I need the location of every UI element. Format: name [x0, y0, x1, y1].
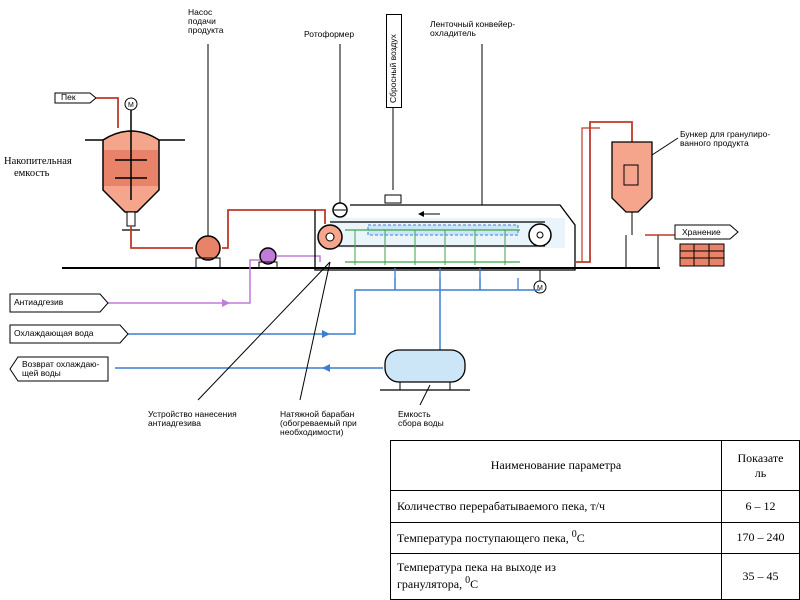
row3-name: Температура пека на выходе из гранулятора… — [390, 552, 722, 600]
table-header-row: Наименование параметра Показате ль — [390, 439, 800, 492]
tension-drum-leader — [299, 261, 331, 401]
water-tank — [380, 349, 470, 391]
bunker-leader — [651, 137, 679, 156]
rotoformer — [332, 202, 348, 218]
pek-inlet-line — [96, 97, 119, 128]
cooling-water-input-box — [9, 324, 129, 344]
row2-name-text: Температура поступающего пека, — [397, 531, 572, 546]
feed-pump-label-line3: продукта — [188, 25, 224, 35]
pek-input-arrow — [54, 92, 97, 104]
row3-value: 35 – 45 — [721, 552, 800, 600]
water-tank-leader — [419, 384, 431, 406]
air-release-box — [386, 14, 402, 108]
tension-drum-label-line3: необходимости) — [280, 427, 344, 437]
antiadhesive-device-label-line2: антиадгезива — [148, 418, 201, 428]
product-line-pump-rotoformer — [222, 209, 326, 249]
return-water-output-box — [9, 356, 109, 382]
row1-value: 6 – 12 — [721, 490, 800, 523]
water-tank-label-line2: сбора воды — [398, 418, 444, 428]
accumulator-label-line2: емкость — [14, 168, 50, 179]
return-water-label-line2: щей воды — [22, 368, 61, 378]
table-row: Температура пека на выходе из гранулятора… — [390, 552, 800, 600]
belt-cooler-label-line2: охладитель — [430, 28, 476, 38]
row1-name: Количество перерабатываемого пека, т/ч — [390, 490, 722, 523]
product-line-to-bunker-2 — [581, 127, 600, 262]
row3-name-line1: Температура пека на выходе из — [397, 560, 556, 575]
product-line-tank-pump — [130, 226, 193, 249]
tension-drum-label-line1: Натяжной барабан — [280, 409, 355, 419]
air-release-label: Сбросный воздух — [388, 34, 398, 103]
row3-degree: 0 — [465, 575, 471, 587]
table-row: Температура поступающего пека, 0С 170 – … — [390, 521, 800, 554]
antiadhesive-pump — [258, 247, 278, 269]
cooling-water-label: Охлаждающая вода — [14, 328, 94, 338]
air-release-vent — [384, 194, 402, 204]
antiadhesive-device-leader — [197, 261, 331, 401]
product-pallet — [679, 243, 725, 267]
header-value-line1: Показате — [737, 450, 784, 465]
row2-value: 170 – 240 — [721, 521, 800, 554]
water-tank-label-line1: Емкость — [398, 409, 431, 419]
antiadhesive-line — [108, 259, 260, 304]
feed-pump — [195, 235, 221, 269]
storage-label: Хранение — [682, 227, 721, 237]
header-value-line2: ль — [754, 465, 767, 480]
bunker-label-line1: Бункер для гранулиро- — [680, 129, 771, 139]
row3-unit: С — [470, 577, 479, 592]
tension-drum-label-line2: (обогреваемый при — [280, 418, 357, 428]
table-row: Количество перерабатываемого пека, т/ч 6… — [390, 490, 800, 523]
bunker-label-line2: ванного продукта — [680, 138, 749, 148]
product-line-to-bunker — [575, 121, 633, 263]
row2-degree: 0 — [571, 529, 577, 541]
accumulator-tank — [85, 110, 185, 231]
feed-pump-label-line2: подачи — [188, 16, 216, 26]
belt-motor-label: М — [537, 285, 543, 292]
agitator-motor — [124, 97, 138, 111]
parameter-table: Наименование параметра Показате ль Колич… — [390, 439, 800, 600]
belt-cooler-label-line1: Ленточный конвейер- — [430, 19, 516, 29]
row2-name: Температура поступающего пека, 0С — [390, 521, 722, 554]
row3-name-line2: гранулятора, — [397, 577, 466, 592]
rotoformer-label: Ротоформер — [304, 29, 355, 39]
row2-unit: С — [576, 531, 585, 546]
return-water-label-line1: Возврат охлаждаю- — [22, 359, 100, 369]
antiadhesive-input-box — [9, 293, 109, 313]
accumulator-label-line1: Накопительная — [4, 156, 72, 167]
header-value: Показате ль — [721, 439, 800, 492]
feed-pump-label-line1: Насос — [188, 7, 213, 17]
antiadhesive-label: Антиадгезив — [14, 297, 64, 307]
cooling-water-line — [128, 289, 540, 335]
cooling-manifold — [345, 229, 520, 265]
header-parameter-name: Наименование параметра — [390, 439, 722, 492]
pek-label: Пек — [61, 92, 76, 102]
bunker — [611, 141, 659, 268]
motor-label: М — [128, 102, 134, 109]
storage-arrow — [674, 224, 739, 240]
antiadhesive-device-label-line1: Устройство нанесения — [148, 409, 237, 419]
antiadhesive-feed-line — [276, 255, 321, 262]
